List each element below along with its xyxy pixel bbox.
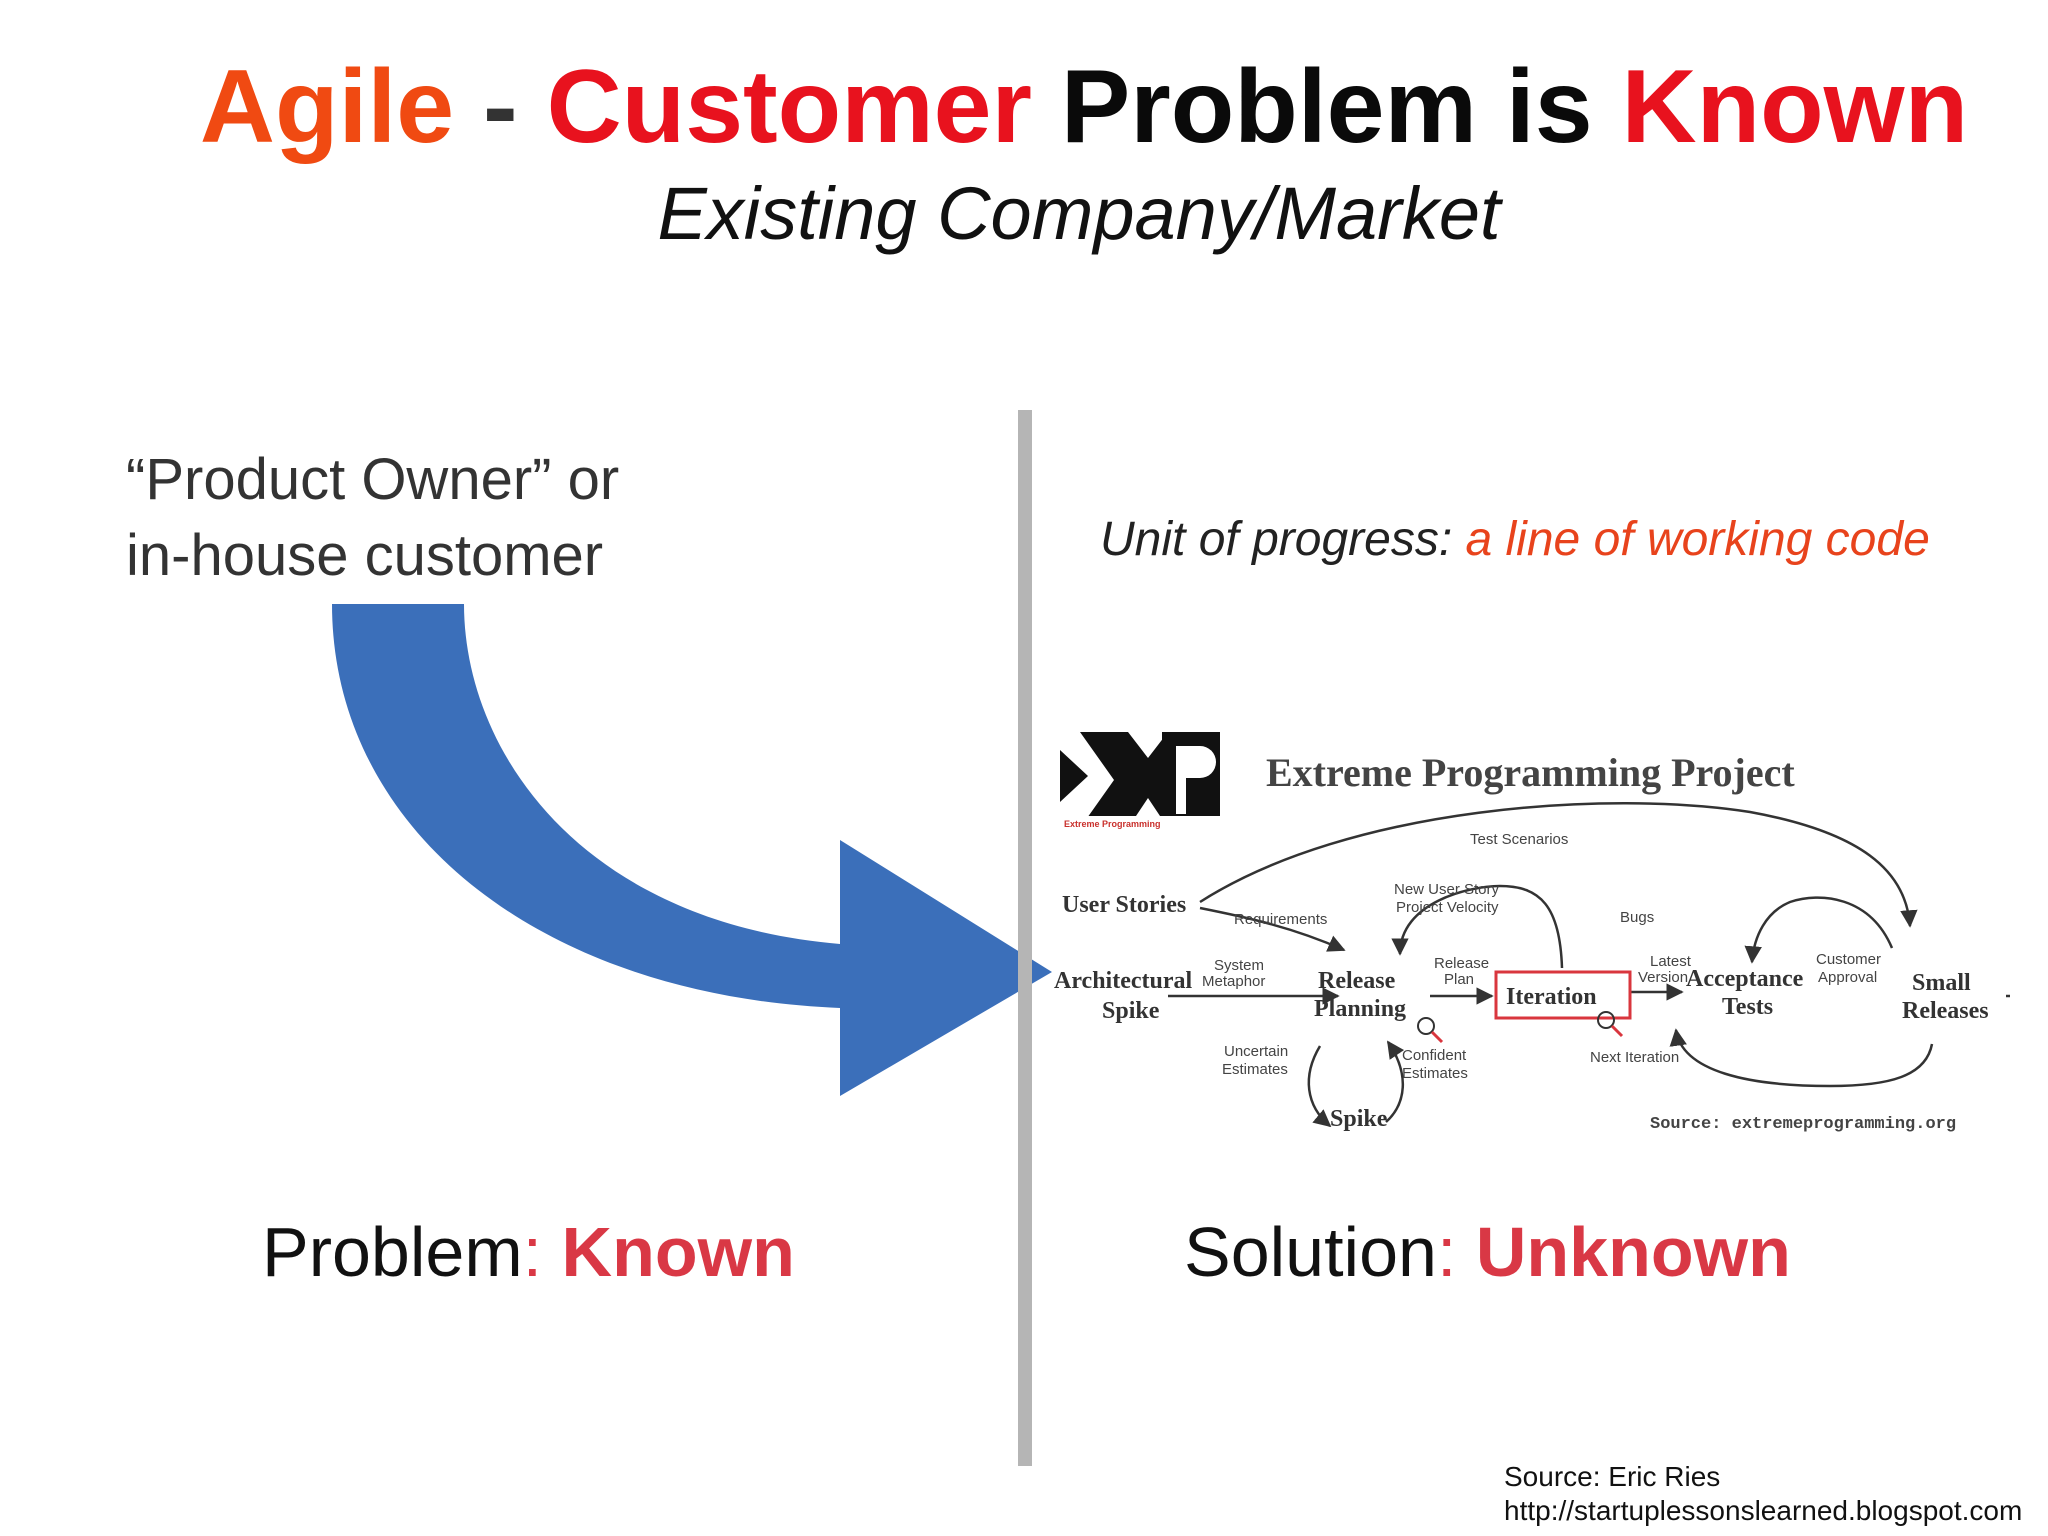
xp-edge-customer: Customer xyxy=(1816,951,1881,968)
source-author: Source: Eric Ries xyxy=(1504,1461,1721,1492)
xp-node-architectural: Architectural xyxy=(1054,968,1193,994)
xp-edge-confident: Confident xyxy=(1402,1047,1467,1064)
slide-subtitle: Existing Company/Market xyxy=(657,172,1501,255)
unit-of-progress-prefix: Unit of progress: xyxy=(1100,513,1466,566)
xp-edge-next-iteration: Next Iteration xyxy=(1590,1049,1679,1066)
xp-node-arch-spike: Spike xyxy=(1102,998,1160,1024)
xp-node-small: Small xyxy=(1912,970,1971,996)
xp-edge-release: Release xyxy=(1434,955,1489,972)
xp-source: Source: extremeprogramming.org xyxy=(1650,1115,1956,1134)
title-customer: Customer xyxy=(546,49,1032,165)
xp-edge-new-user-story: New User Story xyxy=(1394,881,1500,898)
xp-edge-bugs: Bugs xyxy=(1620,909,1654,926)
xp-edge-confident-estimates: Estimates xyxy=(1402,1065,1468,1082)
problem-value: Known xyxy=(542,1213,795,1291)
xp-node-release: Release xyxy=(1318,968,1396,994)
xp-diagram-title: Extreme Programming Project xyxy=(1266,750,1795,795)
xp-edge-version: Version xyxy=(1638,969,1688,986)
solution-colon: : xyxy=(1436,1213,1457,1291)
source-url: http://startuplessonslearned.blogspot.co… xyxy=(1504,1495,2023,1526)
xp-edge-test-scenarios: Test Scenarios xyxy=(1470,831,1568,848)
xp-logo: Extreme Programming xyxy=(1060,732,1220,830)
xp-node-tests: Tests xyxy=(1722,994,1773,1020)
xp-edge-metaphor: Metaphor xyxy=(1202,973,1265,990)
vertical-divider xyxy=(1018,410,1032,1466)
xp-edge-system: System xyxy=(1214,957,1264,974)
title-known: Known xyxy=(1621,49,1969,165)
solution-label-text: Solution xyxy=(1184,1213,1437,1291)
xp-logo-subtext: Extreme Programming xyxy=(1064,819,1161,829)
xp-node-user-stories: User Stories xyxy=(1062,892,1186,918)
problem-label: Problem: Known xyxy=(262,1212,795,1292)
unit-of-progress: Unit of progress: a line of working code xyxy=(1100,508,1930,572)
solution-label: Solution: Unknown xyxy=(1184,1212,1791,1292)
xp-edge-approval: Approval xyxy=(1818,969,1877,986)
xp-edge-uncertain: Uncertain xyxy=(1224,1043,1288,1060)
title-problem-is: Problem is xyxy=(1031,49,1622,165)
title-separator: - xyxy=(454,49,547,165)
xp-node-spike: Spike xyxy=(1330,1106,1388,1132)
xp-edge-project-velocity: Project Velocity xyxy=(1396,899,1499,916)
xp-edge-requirements: Requirements xyxy=(1234,911,1327,928)
unit-of-progress-value: a line of working code xyxy=(1465,513,1930,566)
xp-edge-uncertain-estimates: Estimates xyxy=(1222,1061,1288,1078)
xp-node-acceptance: Acceptance xyxy=(1686,966,1804,992)
solution-value: Unknown xyxy=(1456,1213,1791,1291)
problem-colon: : xyxy=(522,1213,543,1291)
product-owner-line-1: “Product Owner” or xyxy=(126,447,620,512)
xp-node-planning: Planning xyxy=(1314,996,1406,1022)
slide-source: Source: Eric Ries http://startuplessonsl… xyxy=(1504,1460,2022,1528)
product-owner-line-2: in-house customer xyxy=(126,523,604,588)
xp-edge-latest: Latest xyxy=(1650,953,1692,970)
curved-arrow-right-icon xyxy=(332,604,1052,1096)
xp-node-releases: Releases xyxy=(1902,998,1989,1024)
xp-node-iteration: Iteration xyxy=(1506,984,1597,1010)
product-owner-text: “Product Owner” or in-house customer xyxy=(126,442,619,594)
xp-edge-plan: Plan xyxy=(1444,971,1474,988)
xp-diagram: Extreme Programming Extreme Programming … xyxy=(1054,732,2010,1134)
title-agile: Agile xyxy=(199,49,455,165)
problem-label-text: Problem xyxy=(262,1213,523,1291)
slide-title: Agile - Customer Problem is Known xyxy=(0,52,2048,162)
